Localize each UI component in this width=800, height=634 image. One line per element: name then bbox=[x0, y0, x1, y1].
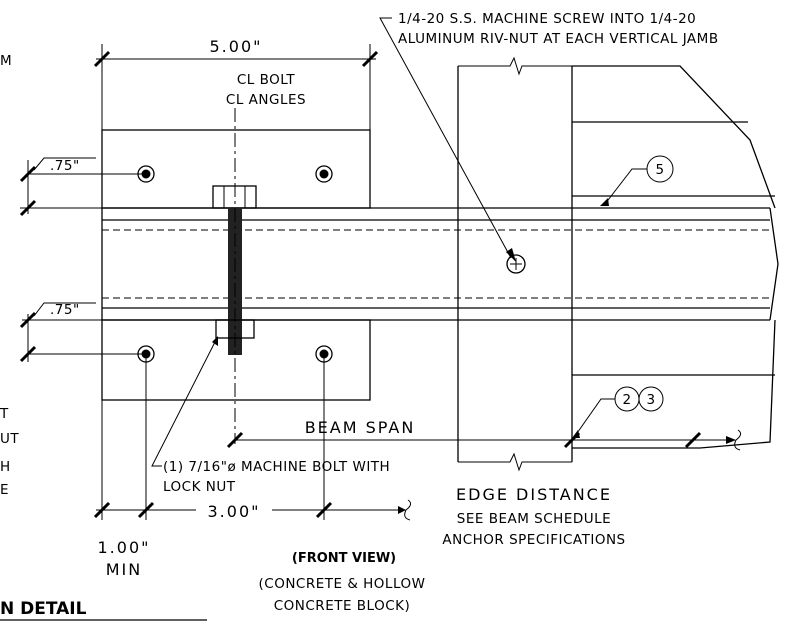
bolt-note-line1: (1) 7/16"ø MACHINE BOLT WITH bbox=[163, 459, 390, 475]
left-fragment-1: M bbox=[0, 53, 12, 69]
screw-note-line2: ALUMINUM RIV-NUT AT EACH VERTICAL JAMB bbox=[398, 31, 719, 47]
cl-bolt-label: CL BOLT bbox=[237, 72, 296, 88]
riv-nut-screw bbox=[506, 254, 526, 274]
see-beam-schedule-label: SEE BEAM SCHEDULE bbox=[457, 511, 611, 527]
callout-2-3 bbox=[572, 386, 664, 438]
left-fragment-2: T bbox=[0, 406, 9, 422]
callout-5 bbox=[600, 155, 674, 206]
beam-span-label: BEAM SPAN bbox=[305, 418, 416, 437]
bolt-note-leader bbox=[151, 336, 218, 467]
dim-top-width-text: 5.00" bbox=[210, 37, 263, 56]
dim-min-edge-text: 1.00" bbox=[98, 538, 151, 557]
cl-angles-label: CL ANGLES bbox=[226, 92, 306, 108]
callout-3-text: 3 bbox=[646, 392, 655, 408]
callout-5-text: 5 bbox=[655, 162, 664, 178]
dim-edge-top bbox=[19, 157, 146, 217]
bolt-note-line2: LOCK NUT bbox=[163, 479, 236, 495]
anchor-specifications-label: ANCHOR SPECIFICATIONS bbox=[442, 532, 625, 548]
callout-2-text: 2 bbox=[622, 392, 631, 408]
left-fragment-3: UT bbox=[0, 431, 19, 447]
dim-bottom-spacing-text: 3.00" bbox=[208, 502, 261, 521]
dim-edge-bottom bbox=[19, 302, 146, 363]
detail-title: N DETAIL bbox=[0, 599, 87, 619]
dim-edge-top-text: .75" bbox=[50, 158, 80, 174]
dim-bottom-spacing bbox=[93, 354, 412, 521]
left-fragment-4: H bbox=[0, 459, 11, 475]
jamb-section bbox=[457, 56, 776, 472]
dim-min-label: MIN bbox=[106, 560, 143, 579]
dim-top-width bbox=[93, 44, 379, 130]
plate-screw-top-right bbox=[315, 165, 333, 183]
front-view-label: (FRONT VIEW) bbox=[292, 551, 396, 566]
screw-note-leader bbox=[379, 17, 516, 262]
left-fragment-5: E bbox=[0, 482, 9, 498]
dim-edge-bottom-text: .75" bbox=[50, 302, 80, 318]
screw-note-line1: 1/4-20 S.S. MACHINE SCREW INTO 1/4-20 bbox=[398, 11, 696, 27]
concrete-label-line2: CONCRETE BLOCK) bbox=[274, 598, 411, 614]
beam bbox=[101, 207, 779, 321]
edge-distance-label: EDGE DISTANCE bbox=[456, 485, 612, 504]
concrete-label-line1: (CONCRETE & HOLLOW bbox=[259, 576, 426, 592]
